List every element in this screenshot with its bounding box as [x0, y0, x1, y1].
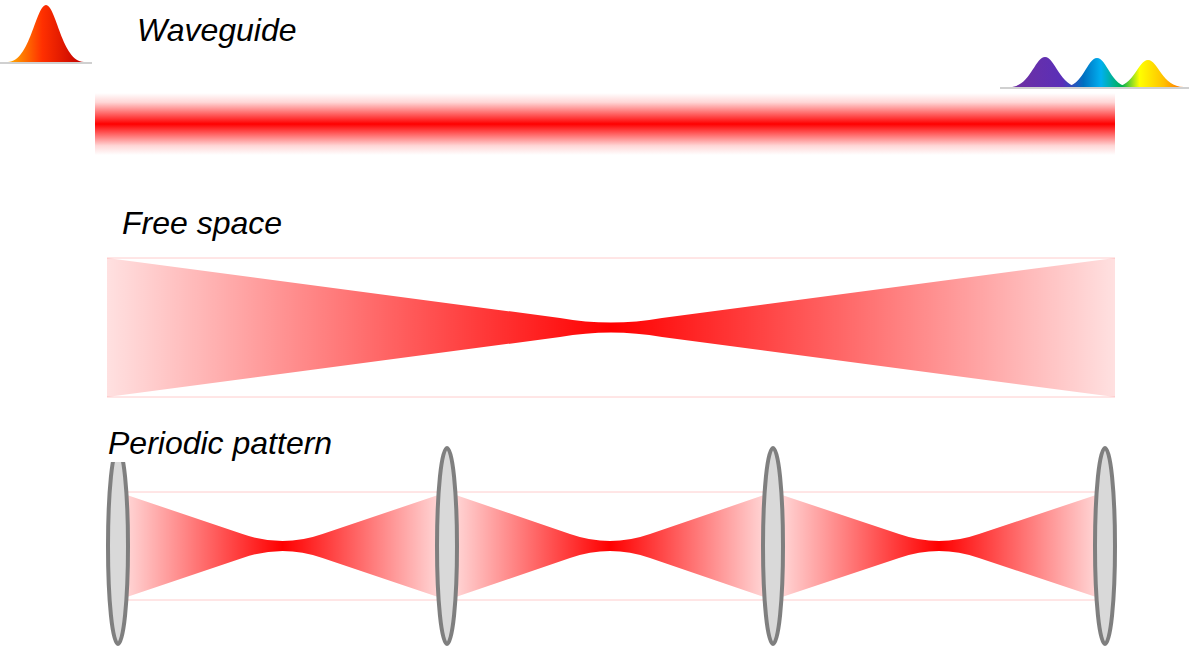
section-label: Waveguide — [133, 11, 301, 49]
output-pulse — [1064, 58, 1130, 87]
lens — [437, 448, 457, 644]
waveguide-bar — [95, 93, 1115, 155]
section-label: Periodic pattern — [104, 424, 336, 462]
gaussian-beam — [447, 492, 773, 600]
output-pulse — [1010, 57, 1080, 87]
pulse-baseline — [0, 62, 92, 64]
beam-edge-line — [118, 600, 1105, 601]
input-pulse — [8, 5, 84, 62]
lens — [763, 448, 783, 644]
gaussian-beam — [118, 492, 447, 600]
gaussian-beam — [773, 492, 1105, 600]
gaussian-beam — [107, 258, 1115, 397]
pulse-baseline — [1000, 87, 1189, 89]
beam-edge-line — [107, 258, 1115, 259]
beam-edge-line — [118, 492, 1105, 493]
section-label: Free space — [118, 204, 286, 242]
lens — [1095, 448, 1115, 644]
output-pulse — [1114, 60, 1184, 87]
lens — [108, 448, 128, 644]
beam-edge-line — [107, 397, 1115, 398]
